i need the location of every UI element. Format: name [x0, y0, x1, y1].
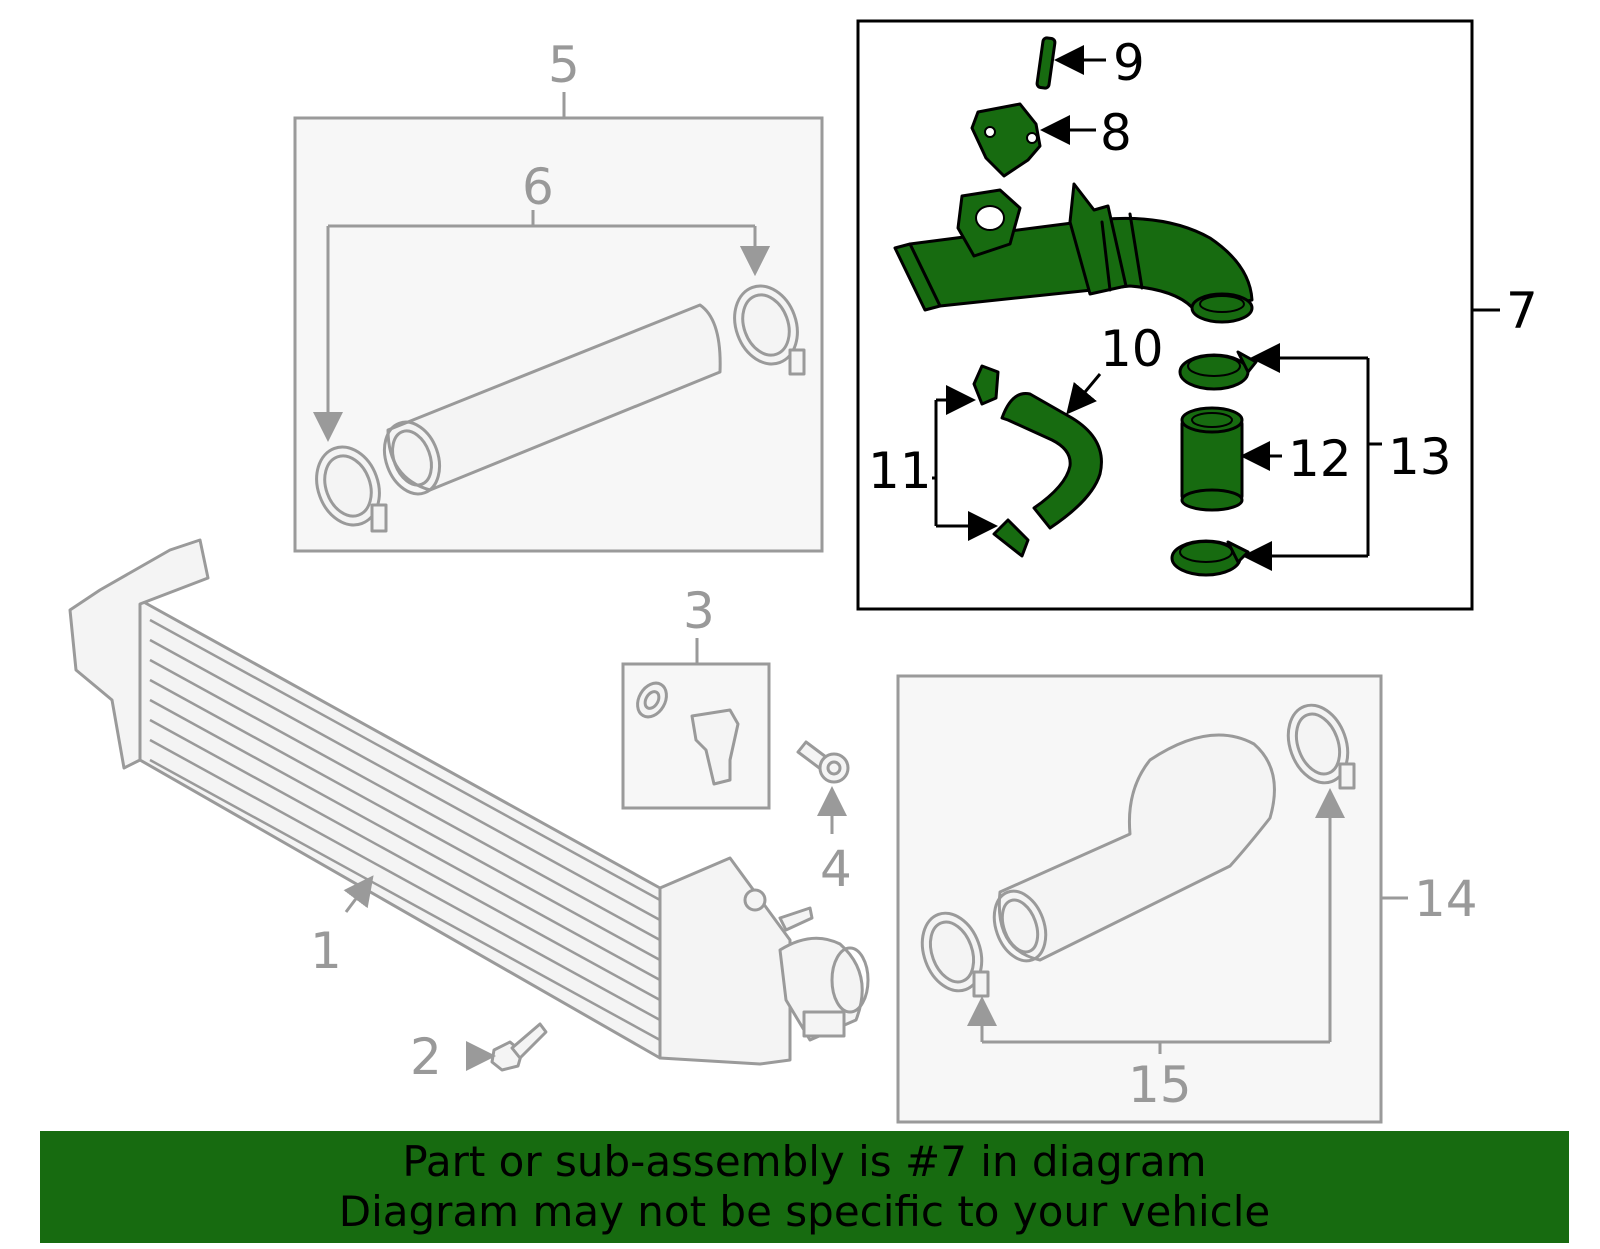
box-3-sensor-kit: 3 — [621, 582, 771, 810]
callout-14: 14 — [1414, 870, 1478, 928]
callout-9: 9 — [1113, 34, 1145, 92]
part-10-hose: 10 — [1000, 320, 1164, 530]
callout-12: 12 — [1288, 430, 1352, 488]
hose-clamp-right — [733, 284, 806, 376]
box-14-hose-kit: 14 15 — [896, 674, 1478, 1124]
callout-5: 5 — [548, 36, 580, 94]
callout-8: 8 — [1100, 104, 1132, 162]
part-13-clamps: 13 — [1170, 343, 1452, 577]
banner-line-2: Diagram may not be specific to your vehi… — [338, 1187, 1271, 1236]
callout-15: 15 — [1128, 1056, 1192, 1114]
air-intake-pipe — [893, 182, 1254, 324]
callout-1: 1 — [310, 922, 342, 980]
part-11-clamps: 11 — [868, 364, 1030, 558]
callout-4: 4 — [820, 840, 852, 898]
part-2-bolt: 2 — [410, 1022, 548, 1086]
part-9-sensor: 9 — [1035, 34, 1145, 92]
box-7-highlighted-assembly: 7 9 8 — [856, 19, 1538, 611]
part-8-bracket: 8 — [970, 102, 1132, 178]
part-12-coupler: 12 — [1180, 406, 1352, 512]
callout-3: 3 — [683, 582, 715, 640]
banner-line-1: Part or sub-assembly is #7 in diagram — [402, 1137, 1207, 1186]
info-banner: Part or sub-assembly is #7 in diagram Di… — [40, 1131, 1569, 1243]
lower-intercooler-hose — [992, 733, 1276, 963]
hose-clamp-left — [315, 445, 388, 533]
callout-7: 7 — [1506, 282, 1538, 340]
callout-10: 10 — [1100, 320, 1164, 378]
callout-11: 11 — [868, 442, 932, 500]
part-4-screw: 4 — [796, 740, 852, 898]
upper-intercooler-hose — [382, 303, 722, 496]
banner-background — [40, 1131, 1569, 1243]
callout-13: 13 — [1388, 428, 1452, 486]
lower-clamp-right — [1286, 703, 1356, 790]
callout-6: 6 — [522, 158, 554, 216]
lower-clamp-left — [920, 911, 990, 998]
part-1-intercooler: 1 — [68, 538, 870, 1066]
box-5-hose-kit: 5 6 — [293, 36, 824, 553]
callout-2: 2 — [410, 1028, 442, 1086]
